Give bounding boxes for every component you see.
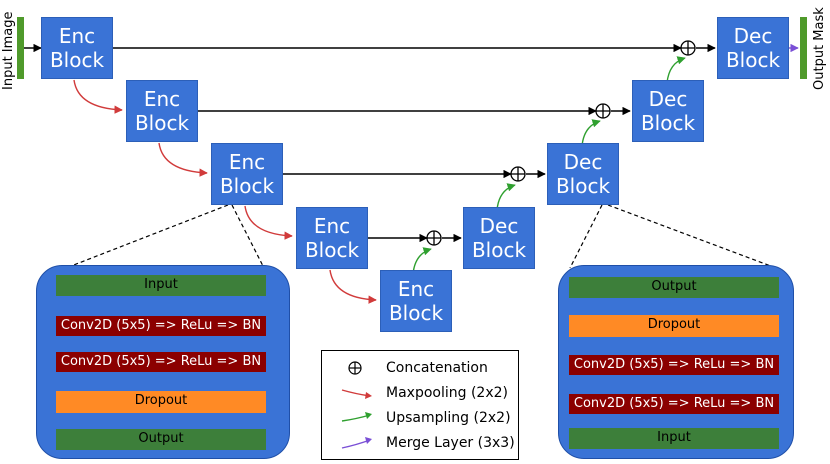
maxpool-arrow-3 — [244, 205, 293, 240]
enc-detail-input: Input — [56, 275, 266, 296]
enc-block-4-line2: Block — [304, 238, 360, 262]
dec-block-2-line1: Dec — [648, 87, 688, 111]
dec-block-3: Dec Block — [547, 143, 619, 205]
upsample-arrow-4 — [666, 56, 686, 84]
output-mask-label: Output Mask — [812, 7, 827, 90]
dec-detail-output: Output — [569, 277, 779, 298]
maxpool-arrow-icon — [341, 389, 372, 399]
dec-block-4-line2: Block — [471, 238, 527, 262]
upsample-arrow-3 — [581, 119, 601, 147]
enc-block-2-line1: Enc — [143, 87, 181, 111]
dec-block-4-line1: Dec — [479, 214, 519, 238]
dec-detail-dropout: Dropout — [569, 315, 779, 337]
input-image-label: Input Image — [1, 11, 16, 90]
legend-maxpool-label: Maxpooling (2x2) — [386, 385, 508, 401]
legend-row-merge: Merge Layer (3x3) — [322, 433, 518, 453]
enc-detail-output: Output — [56, 429, 266, 450]
enc-detail-conv-1: Conv2D (5x5) => ReLu => BN — [56, 316, 266, 336]
concat-symbol-4 — [426, 230, 442, 246]
dec-block-2: Dec Block — [632, 80, 704, 142]
concat-symbol-1 — [680, 40, 696, 56]
input-image-bar — [17, 17, 24, 79]
dec-zoom-line-left — [569, 204, 603, 269]
legend: Concatenation Maxpooling (2x2) Upsamplin… — [321, 350, 519, 460]
legend-row-upsample: Upsampling (2x2) — [322, 408, 518, 428]
dec-block-3-line2: Block — [555, 174, 611, 198]
enc-detail-conv-2: Conv2D (5x5) => ReLu => BN — [56, 352, 266, 372]
dec-detail-conv-1: Conv2D (5x5) => ReLu => BN — [569, 355, 779, 375]
enc-zoom-line-left — [65, 204, 229, 269]
enc-block-3-line1: Enc — [228, 150, 266, 174]
dec-detail-conv-2: Conv2D (5x5) => ReLu => BN — [569, 394, 779, 414]
enc-block-5-line2: Block — [388, 301, 444, 325]
legend-upsample-label: Upsampling (2x2) — [386, 410, 511, 426]
enc-block-2: Enc Block — [126, 80, 198, 142]
legend-row-maxpool: Maxpooling (2x2) — [322, 383, 518, 403]
legend-merge-label: Merge Layer (3x3) — [386, 435, 515, 451]
concat-symbol-2 — [595, 103, 611, 119]
enc-block-1-line1: Enc — [58, 24, 96, 48]
dec-block-1-line2: Block — [725, 48, 781, 72]
maxpool-arrow-1 — [73, 79, 123, 114]
output-mask-bar — [800, 17, 807, 79]
maxpool-arrow-4 — [329, 269, 377, 304]
enc-block-4-line1: Enc — [313, 214, 351, 238]
dec-block-3-line1: Dec — [563, 150, 603, 174]
legend-concat-label: Concatenation — [386, 360, 488, 376]
dec-zoom-line-right — [607, 204, 777, 269]
maxpool-arrow-2 — [158, 142, 208, 177]
legend-row-concat: Concatenation — [322, 358, 518, 378]
enc-block-2-line2: Block — [134, 111, 190, 135]
concat-icon — [348, 361, 362, 375]
dec-block-2-line2: Block — [640, 111, 696, 135]
merge-arrow-icon — [341, 437, 372, 449]
upsample-arrow-icon — [341, 412, 372, 422]
enc-block-4: Enc Block — [296, 207, 368, 269]
concat-symbol-3 — [510, 166, 526, 182]
enc-block-3-line2: Block — [219, 174, 275, 198]
dec-detail-input: Input — [569, 428, 779, 449]
enc-block-1-line2: Block — [49, 48, 105, 72]
enc-detail-dropout: Dropout — [56, 391, 266, 413]
enc-block-5: Enc Block — [380, 270, 452, 332]
enc-block-3: Enc Block — [211, 143, 283, 205]
dec-block-1: Dec Block — [717, 17, 789, 79]
enc-block-5-line1: Enc — [397, 277, 435, 301]
upsample-arrow-2 — [496, 183, 516, 211]
dec-block-4: Dec Block — [463, 207, 535, 269]
enc-zoom-line-right — [231, 204, 265, 269]
enc-block-1: Enc Block — [41, 17, 113, 79]
dec-block-1-line1: Dec — [733, 24, 773, 48]
